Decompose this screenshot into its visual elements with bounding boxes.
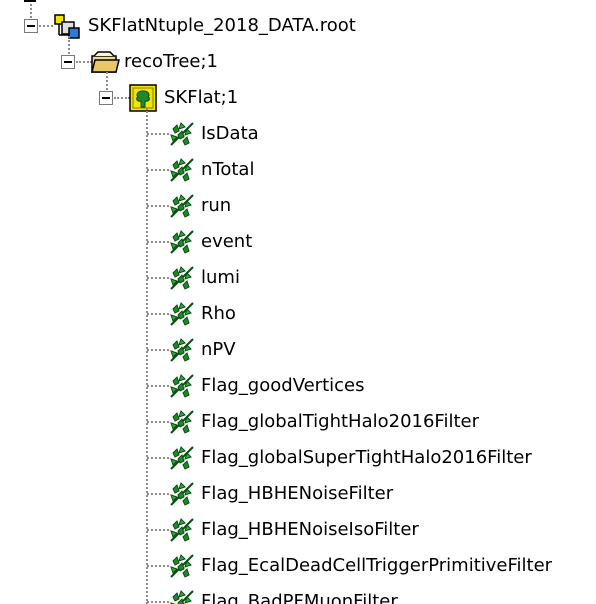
leaf-icon — [170, 122, 194, 146]
leaf-icon — [170, 554, 194, 578]
leaf-icon — [170, 194, 194, 218]
tree-node-file[interactable]: SKFlatNtuple_2018_DATA.root — [0, 8, 596, 44]
tree-node-branch[interactable]: Flag_EcalDeadCellTriggerPrimitiveFilter — [0, 548, 596, 584]
tree-connector — [147, 565, 169, 567]
tree-node-branch[interactable]: IsData — [0, 116, 596, 152]
tree-connector — [147, 529, 169, 531]
tree-connector — [147, 601, 169, 603]
leaf-icon — [170, 482, 194, 506]
tree-node-branch[interactable]: lumi — [0, 260, 596, 296]
tree-connector — [147, 205, 169, 207]
tree-connector — [30, 0, 32, 18]
tree-node-label: lumi — [201, 267, 240, 288]
root-file-icon — [54, 14, 80, 39]
tree-connector — [68, 36, 70, 62]
tree-node-directory[interactable]: recoTree;1 — [0, 44, 596, 80]
tree-node-branch[interactable]: nTotal — [0, 152, 596, 188]
tree-connector — [147, 133, 169, 135]
collapse-toggle[interactable] — [24, 19, 38, 33]
tree-connector — [147, 349, 169, 351]
tree-node-label: Flag_HBHENoiseFilter — [201, 483, 394, 504]
tree-node-label: recoTree;1 — [124, 51, 219, 72]
tree-connector — [106, 72, 108, 98]
tree-node-label: nPV — [201, 339, 236, 360]
leaf-icon — [170, 230, 194, 254]
tree-connector — [147, 385, 169, 387]
tree-node-branch[interactable]: nPV — [0, 332, 596, 368]
tree-connector — [76, 61, 92, 63]
tree-node-branch[interactable]: Flag_HBHENoiseFilter — [0, 476, 596, 512]
ttree-icon — [129, 84, 157, 112]
leaf-icon — [170, 410, 194, 434]
tree-node-branch[interactable]: Rho — [0, 296, 596, 332]
tree-node-label: Flag_globalTightHalo2016Filter — [201, 411, 480, 432]
leaf-icon — [170, 590, 194, 604]
leaf-icon — [170, 374, 194, 398]
tree-node-label: SKFlat;1 — [164, 87, 239, 108]
leaf-icon — [170, 446, 194, 470]
tree-connector — [114, 97, 130, 99]
tree-node-label: IsData — [201, 123, 259, 144]
leaf-icon — [170, 302, 194, 326]
tree-connector — [146, 108, 148, 604]
tree-node-label: run — [201, 195, 232, 216]
tree-connector — [147, 457, 169, 459]
tree-node-branch[interactable]: run — [0, 188, 596, 224]
tree-node-label: Flag_BadPFMuonFilter — [201, 591, 398, 604]
tree-node-branch[interactable]: Flag_globalSuperTightHalo2016Filter — [0, 440, 596, 476]
tree-connector — [24, 0, 36, 2]
tree-node-label: Flag_EcalDeadCellTriggerPrimitiveFilter — [201, 555, 553, 576]
tree-connector — [147, 241, 169, 243]
tree-node-branch[interactable]: Flag_globalTightHalo2016Filter — [0, 404, 596, 440]
collapse-toggle[interactable] — [99, 91, 113, 105]
tree-connector — [147, 421, 169, 423]
tree-node-label: event — [201, 231, 253, 252]
tree-connector — [147, 277, 169, 279]
tree-node-branch[interactable]: Flag_goodVertices — [0, 368, 596, 404]
leaf-icon — [170, 518, 194, 542]
tree-node-branch[interactable]: event — [0, 224, 596, 260]
tree-node-label: Flag_goodVertices — [201, 375, 365, 396]
folder-icon — [91, 51, 120, 73]
tree-node-label: Rho — [201, 303, 236, 324]
tree-connector — [39, 25, 53, 27]
tree-connector — [147, 493, 169, 495]
collapse-toggle[interactable] — [61, 55, 75, 69]
tree-connector — [147, 313, 169, 315]
leaf-icon — [170, 266, 194, 290]
tree-node-label: Flag_HBHENoiseIsoFilter — [201, 519, 419, 540]
tree-node-ttree[interactable]: SKFlat;1 — [0, 80, 596, 116]
tree-node-label: nTotal — [201, 159, 255, 180]
leaf-icon — [170, 158, 194, 182]
tree-node-branch[interactable]: Flag_BadPFMuonFilter — [0, 584, 596, 604]
tree-node-label: Flag_globalSuperTightHalo2016Filter — [201, 447, 532, 468]
tree-node-label: SKFlatNtuple_2018_DATA.root — [88, 15, 356, 36]
tree-connector — [147, 169, 169, 171]
leaf-icon — [170, 338, 194, 362]
tree-node-branch[interactable]: Flag_HBHENoiseIsoFilter — [0, 512, 596, 548]
